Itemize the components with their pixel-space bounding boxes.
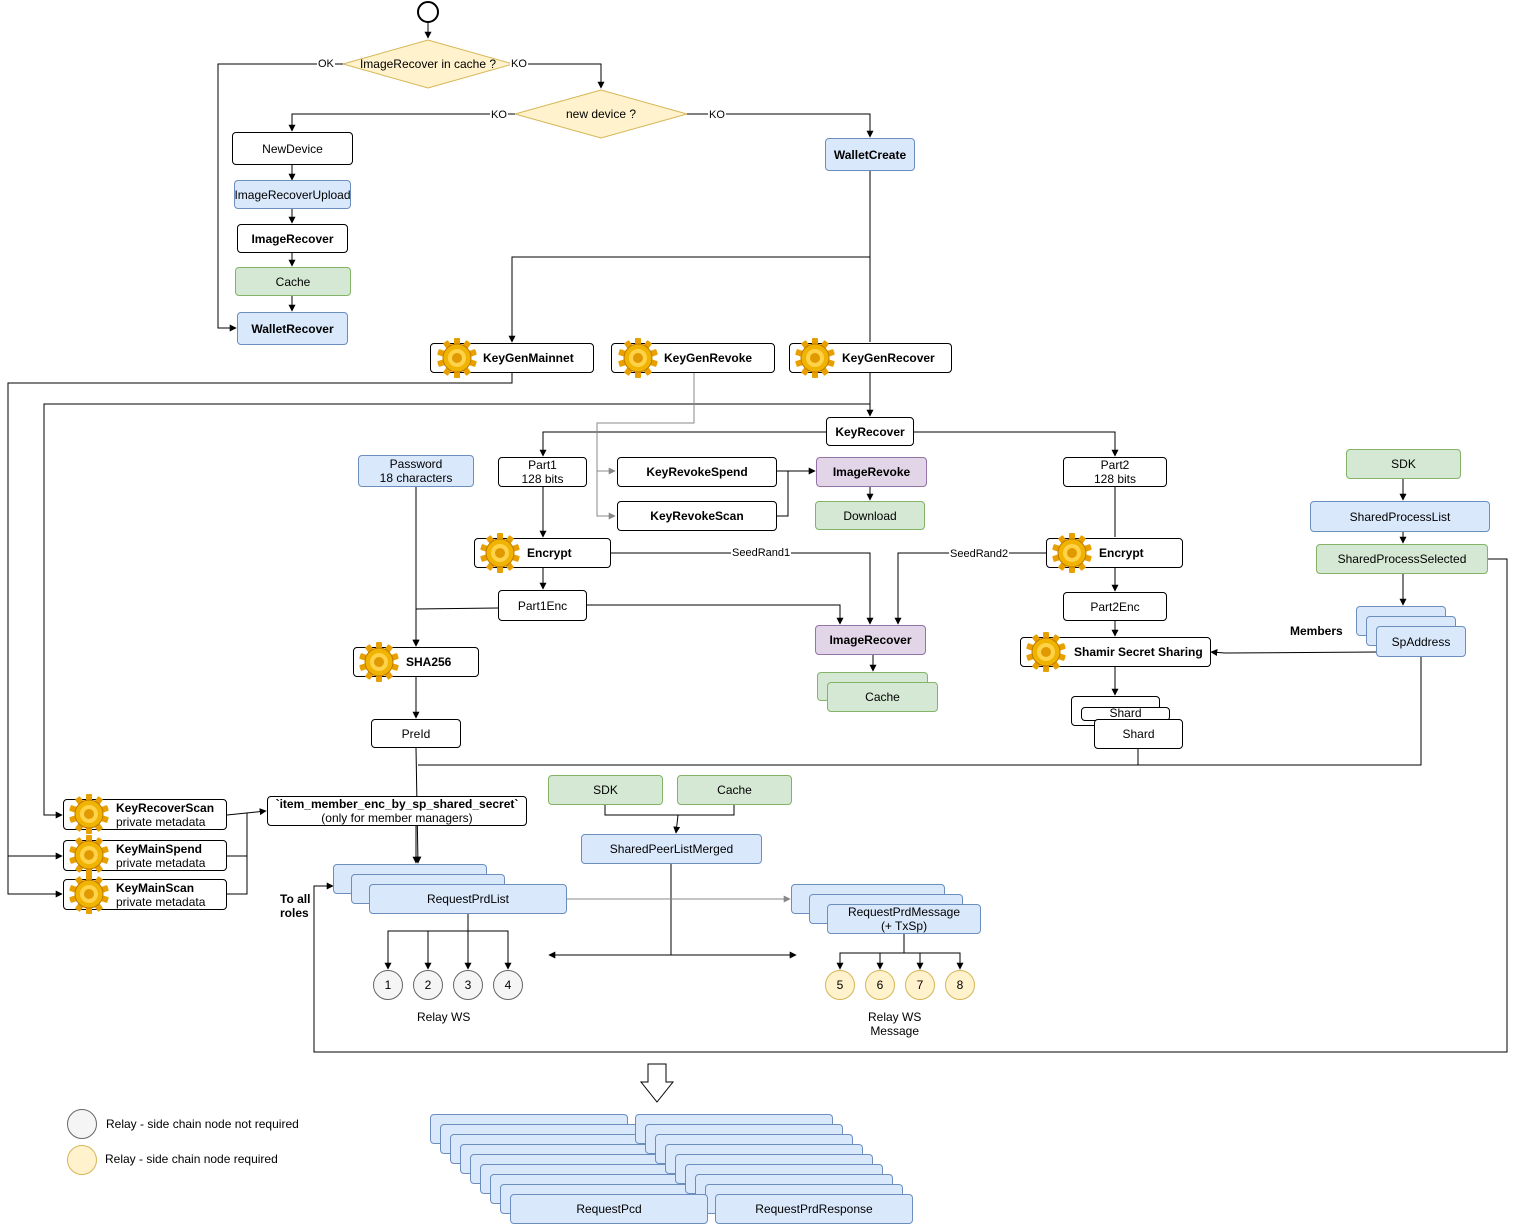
cache-mid-node[interactable]: Cache bbox=[827, 682, 938, 712]
edge-label-seed-rand2: SeedRand2 bbox=[949, 548, 1010, 560]
item-member-enc-node[interactable]: `item_member_enc_by_sp_shared_secret` (o… bbox=[267, 796, 527, 826]
request-prd-message-label: RequestPrdMessage bbox=[847, 905, 961, 919]
key-main-scan-title: KeyMainScan bbox=[116, 880, 195, 895]
download-node[interactable]: Download bbox=[815, 501, 925, 530]
relay-ws-message-line2: Message bbox=[870, 1024, 920, 1038]
relay-7[interactable]: 7 bbox=[905, 970, 935, 1000]
password-node[interactable]: Password 18 characters bbox=[358, 455, 474, 487]
relay-5[interactable]: 5 bbox=[825, 970, 855, 1000]
start-node bbox=[417, 1, 439, 23]
gear-icon bbox=[359, 642, 399, 682]
gear-icon bbox=[618, 338, 658, 378]
request-pcd-node[interactable]: RequestPcd bbox=[510, 1194, 708, 1224]
key-revoke-scan-node[interactable]: KeyRevokeScan bbox=[617, 501, 777, 531]
key-recover-scan-title: KeyRecoverScan bbox=[116, 800, 215, 815]
shared-process-selected-node[interactable]: SharedProcessSelected bbox=[1316, 544, 1488, 574]
edge-label-ok: OK bbox=[317, 58, 335, 70]
part1-bits: 128 bits bbox=[521, 472, 564, 486]
gear-icon bbox=[437, 338, 477, 378]
relay-6[interactable]: 6 bbox=[865, 970, 895, 1000]
shared-process-list-node[interactable]: SharedProcessList bbox=[1310, 501, 1490, 532]
pre-id-node[interactable]: PreId bbox=[371, 719, 461, 748]
part2-node[interactable]: Part2 128 bits bbox=[1063, 457, 1167, 487]
image-recover-node[interactable]: ImageRecover bbox=[237, 224, 348, 253]
item-member-enc-note: (only for member managers) bbox=[321, 811, 473, 825]
part1-node[interactable]: Part1 128 bits bbox=[498, 457, 587, 487]
new-device-node[interactable]: NewDevice bbox=[232, 132, 353, 165]
part2-enc-node[interactable]: Part2Enc bbox=[1063, 592, 1167, 621]
gear-icon bbox=[1052, 533, 1092, 573]
key-main-spend-title: KeyMainSpend bbox=[116, 841, 203, 856]
relay-8[interactable]: 8 bbox=[945, 970, 975, 1000]
sp-address-node[interactable]: SpAddress bbox=[1376, 626, 1466, 657]
image-recover-mid-node[interactable]: ImageRecover bbox=[815, 625, 926, 655]
relay-ws-message-line1: Relay WS bbox=[868, 1010, 922, 1024]
sdk-mid-node[interactable]: SDK bbox=[548, 775, 663, 805]
to-all-roles-label: To all roles bbox=[280, 892, 310, 920]
part1-label: Part1 bbox=[528, 458, 557, 472]
gear-icon bbox=[480, 533, 520, 573]
shard-back-2: Shard bbox=[1081, 707, 1170, 721]
part1-enc-node[interactable]: Part1Enc bbox=[498, 590, 587, 621]
request-prd-response-node[interactable]: RequestPrdResponse bbox=[715, 1194, 913, 1224]
relay-2[interactable]: 2 bbox=[413, 970, 443, 1000]
shared-peer-list-merged-node[interactable]: SharedPeerListMerged bbox=[581, 834, 762, 864]
relay-4[interactable]: 4 bbox=[493, 970, 523, 1000]
edge-label-ko: KO bbox=[510, 58, 528, 70]
edge-label-ko: KO bbox=[490, 109, 508, 121]
legend-yellow-swatch bbox=[67, 1145, 97, 1175]
sdk-right-node[interactable]: SDK bbox=[1346, 449, 1461, 479]
big-down-arrow bbox=[639, 1063, 675, 1103]
password-label: Password bbox=[389, 457, 443, 471]
edge-label-ko: KO bbox=[708, 109, 726, 121]
relay-3[interactable]: 3 bbox=[453, 970, 483, 1000]
gear-icon bbox=[69, 794, 109, 834]
request-prd-message-node[interactable]: RequestPrdMessage (+ TxSp) bbox=[827, 904, 981, 934]
to-all-roles-line2: roles bbox=[280, 906, 309, 920]
image-revoke-node[interactable]: ImageRevoke bbox=[816, 457, 927, 487]
gear-icon bbox=[69, 874, 109, 914]
key-revoke-spend-node[interactable]: KeyRevokeSpend bbox=[617, 457, 777, 487]
key-recover-node[interactable]: KeyRecover bbox=[826, 417, 914, 446]
cache-bottom-node[interactable]: Cache bbox=[677, 775, 792, 805]
private-metadata-label: private metadata bbox=[116, 814, 206, 829]
cache-node[interactable]: Cache bbox=[235, 267, 351, 296]
item-member-enc-label: `item_member_enc_by_sp_shared_secret` bbox=[275, 797, 519, 811]
wallet-recover-node[interactable]: WalletRecover bbox=[237, 312, 348, 345]
decision-cache-check: ImageRecover in cache ? bbox=[359, 57, 497, 71]
wallet-create-node[interactable]: WalletCreate bbox=[825, 138, 915, 171]
request-prd-message-note: (+ TxSp) bbox=[880, 919, 928, 933]
part2-label: Part2 bbox=[1100, 458, 1130, 472]
members-label: Members bbox=[1290, 624, 1343, 638]
gear-icon bbox=[1026, 632, 1066, 672]
password-length: 18 characters bbox=[379, 471, 453, 485]
gear-icon bbox=[795, 338, 835, 378]
gear-icon bbox=[69, 835, 109, 875]
private-metadata-label: private metadata bbox=[116, 894, 206, 909]
relay-1[interactable]: 1 bbox=[373, 970, 403, 1000]
legend-grey-label: Relay - side chain node not required bbox=[106, 1117, 299, 1131]
part2-bits: 128 bits bbox=[1093, 472, 1137, 486]
shard-node[interactable]: Shard bbox=[1094, 719, 1183, 749]
image-recover-upload-node[interactable]: ImageRecoverUpload bbox=[234, 180, 351, 209]
legend-yellow-label: Relay - side chain node required bbox=[105, 1152, 278, 1166]
edge-label-seed-rand1: SeedRand1 bbox=[731, 547, 792, 559]
decision-new-device: new device ? bbox=[565, 107, 637, 121]
to-all-roles-line1: To all bbox=[280, 892, 311, 906]
private-metadata-label: private metadata bbox=[116, 855, 206, 870]
legend-grey-swatch bbox=[67, 1109, 97, 1139]
request-prd-list-node[interactable]: RequestPrdList bbox=[369, 884, 567, 914]
relay-ws-message-label: Relay WS Message bbox=[868, 1010, 921, 1038]
relay-ws-label: Relay WS bbox=[417, 1010, 471, 1024]
